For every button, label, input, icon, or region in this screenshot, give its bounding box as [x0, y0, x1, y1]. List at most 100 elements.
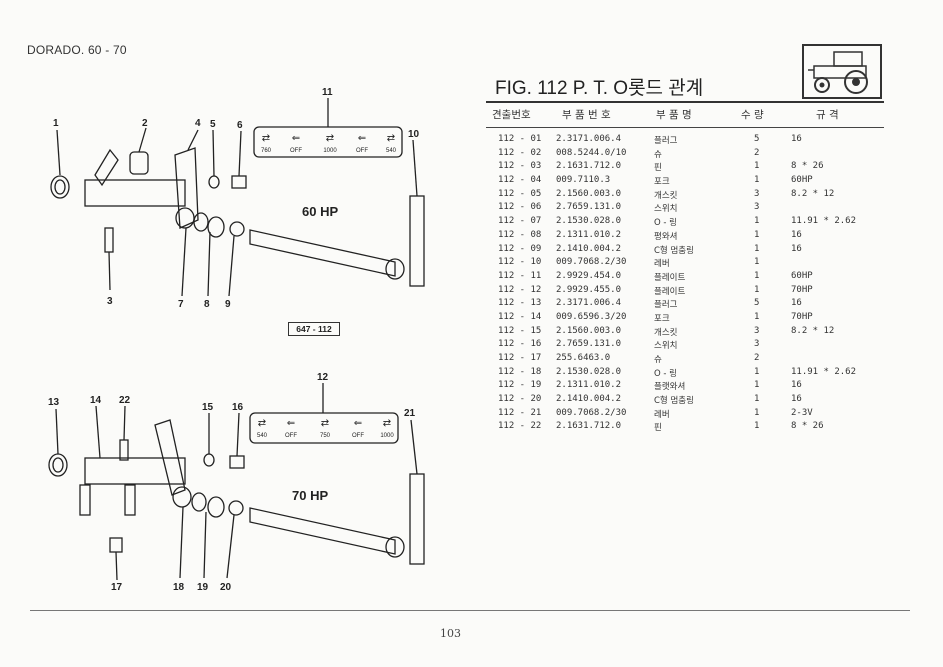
callout-5: 5: [210, 119, 216, 130]
callout-18: 18: [173, 582, 185, 593]
row-part-name: 레버: [654, 409, 670, 420]
row-spec: 16: [791, 243, 802, 254]
col-qty: 수 량: [741, 109, 764, 121]
row-spec: 11.91 * 2.62: [791, 366, 857, 377]
row-ref-no: 112 - 03: [498, 161, 542, 172]
row-part-name: 평와셔: [654, 231, 678, 242]
row-qty: 5: [754, 298, 760, 309]
row-qty: 2: [754, 147, 760, 158]
figure-title: FIG. 112 P. T. O롯드 관계: [495, 78, 704, 99]
row-spec: 8.2 * 12: [791, 325, 835, 336]
row-ref-no: 112 - 10: [498, 257, 542, 268]
plate60-label: OFF: [356, 148, 368, 154]
page-number: 103: [440, 627, 461, 640]
document-header: DORADO. 60 - 70: [27, 43, 127, 57]
plate-arrow-icon: ⇄: [321, 418, 329, 429]
row-ref-no: 112 - 05: [498, 188, 542, 199]
label-60hp: 60 HP: [302, 204, 339, 219]
row-part-no: 009.7068.2/30: [556, 257, 627, 268]
callout-22: 22: [119, 395, 131, 406]
row-part-no: 009.7110.3: [556, 175, 611, 186]
callout-20: 20: [220, 582, 232, 593]
tractor-icon: [802, 44, 882, 99]
row-part-name: 플러그: [654, 300, 678, 311]
row-part-no: 2.9929.455.0: [556, 284, 622, 295]
plate-arrow-icon: ⇐: [358, 133, 366, 144]
col-ref-no: 견출번호: [492, 109, 531, 121]
row-spec: 16: [791, 380, 802, 391]
row-ref-no: 112 - 14: [498, 311, 542, 322]
col-part-no: 부 품 번 호: [562, 109, 611, 121]
row-qty: 3: [754, 188, 760, 199]
row-qty: 1: [754, 243, 760, 254]
row-part-no: 2.7659.131.0: [556, 202, 622, 213]
row-part-name: 핀: [654, 163, 662, 174]
row-qty: 2: [754, 353, 760, 363]
row-ref-no: 112 - 12: [498, 284, 542, 295]
row-ref-no: 112 - 21: [498, 407, 542, 418]
plate-arrow-icon: ⇄: [262, 133, 270, 144]
row-part-no: 2.1410.004.2: [556, 243, 622, 254]
row-part-no: 2.1530.028.0: [556, 366, 622, 377]
row-qty: 1: [754, 394, 760, 405]
callout-16: 16: [232, 402, 244, 413]
row-qty: 1: [754, 407, 760, 418]
row-part-name: 슈: [654, 355, 662, 365]
row-ref-no: 112 - 01: [498, 134, 542, 144]
row-spec: 8 * 26: [791, 421, 824, 432]
row-part-no: 2.3171.006.4: [556, 298, 622, 309]
row-part-name: 플랫와셔: [654, 382, 686, 393]
row-ref-no: 112 - 19: [498, 380, 542, 391]
row-qty: 3: [754, 325, 760, 336]
row-part-name: 플러그: [654, 136, 678, 146]
plate60-label: OFF: [290, 148, 302, 154]
plate-arrow-icon: ⇐: [354, 418, 362, 429]
row-part-name: O - 링: [654, 218, 677, 229]
row-spec: 60HP: [791, 175, 813, 186]
callout-4: 4: [195, 118, 201, 129]
row-part-no: 2.1560.003.0: [556, 188, 622, 199]
row-part-no: 2.1631.712.0: [556, 421, 622, 432]
callout-17: 17: [111, 582, 123, 593]
callout-13: 13: [48, 397, 60, 408]
plate-arrow-icon: ⇐: [287, 418, 295, 429]
title-rule: [486, 101, 884, 103]
row-part-name: 개스킷: [654, 327, 678, 338]
row-part-no: 009.7068.2/30: [556, 407, 627, 418]
row-part-name: 핀: [654, 423, 662, 434]
row-qty: 1: [754, 216, 760, 227]
row-qty: 1: [754, 366, 760, 377]
row-part-no: 2.1530.028.0: [556, 216, 622, 227]
row-ref-no: 112 - 04: [498, 175, 542, 186]
plate-arrow-icon: ⇄: [387, 133, 395, 144]
row-part-name: 개스킷: [654, 190, 678, 201]
plate70-label: OFF: [352, 433, 364, 439]
table-header: 견출번호 부 품 번 호 부 품 명 수 량 규 격: [486, 107, 884, 123]
row-part-no: 255.6463.0: [556, 353, 611, 363]
row-qty: 1: [754, 270, 760, 281]
parts-diagram: 760 OFF 1000 OFF 540 540 OFF 750 OFF 100…: [48, 98, 425, 581]
footer-rule: [30, 610, 910, 611]
row-part-no: 2.9929.454.0: [556, 270, 622, 281]
callout-12: 12: [317, 372, 329, 383]
callout-11: 11: [322, 87, 333, 98]
plate60-label: 760: [261, 148, 272, 154]
row-spec: 16: [791, 298, 802, 309]
row-part-no: 2.3171.006.4: [556, 134, 622, 144]
callout-19: 19: [197, 582, 209, 593]
row-qty: 1: [754, 284, 760, 295]
row-qty: 1: [754, 229, 760, 240]
plate70-label: OFF: [285, 433, 297, 439]
row-qty: 1: [754, 421, 760, 432]
